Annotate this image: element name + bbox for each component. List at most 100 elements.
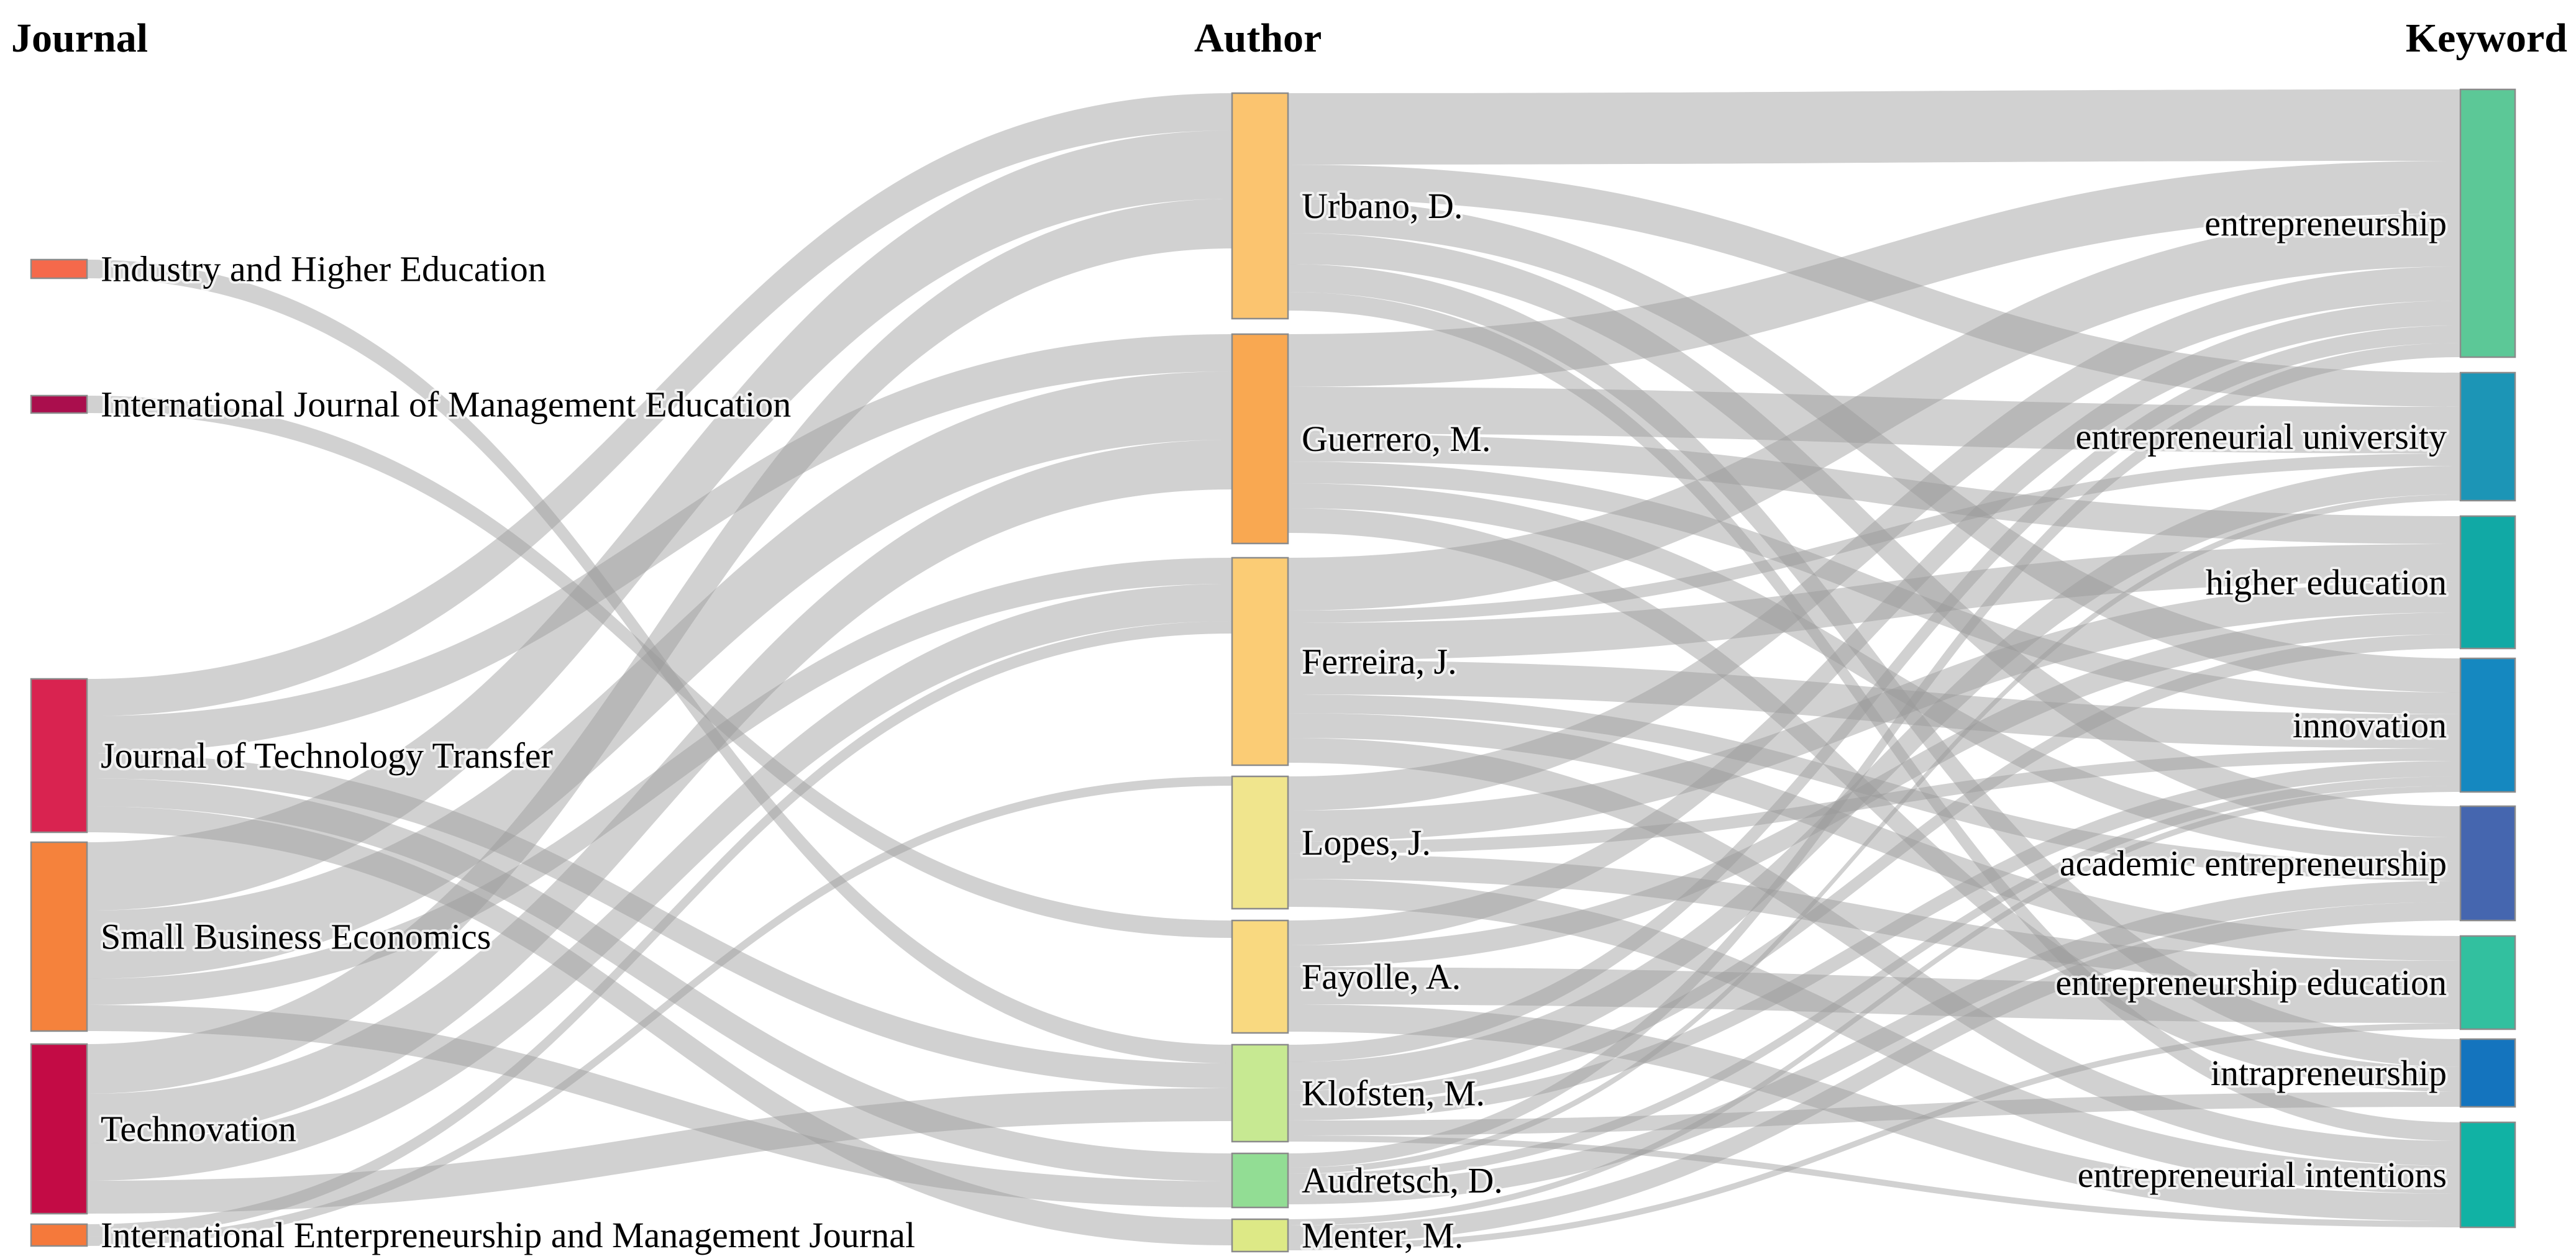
sankey-node-j_ijme[interactable] bbox=[30, 394, 88, 414]
sankey-link-j_jtt-a_klofsten[interactable] bbox=[87, 753, 1232, 1088]
sankey-link-a_klofsten-k_ent[interactable] bbox=[1288, 325, 2460, 1062]
sankey-link-a_urbano-k_in[interactable] bbox=[1288, 199, 2460, 693]
sankey-link-a_klofsten-k_he[interactable] bbox=[1288, 634, 2460, 1105]
sankey-node-a_lopes[interactable] bbox=[1231, 775, 1289, 910]
sankey-link-j_jtt-a_audretsch[interactable] bbox=[87, 778, 1232, 1181]
node-label-a_guerrero: Guerrero, M. bbox=[1302, 419, 1491, 459]
sankey-link-a_guerrero-k_he[interactable] bbox=[1288, 434, 2460, 544]
sankey-link-a_audretsch-k_ae[interactable] bbox=[1288, 881, 2460, 1204]
sankey-link-a_guerrero-k_in[interactable] bbox=[1288, 461, 2460, 714]
sankey-link-a_urbano-k_eu[interactable] bbox=[1288, 165, 2460, 407]
sankey-link-a_urbano-k_ei[interactable] bbox=[1288, 292, 2460, 1141]
sankey-link-a_guerrero-k_ip[interactable] bbox=[1288, 508, 2460, 1092]
node-label-k_in: innovation bbox=[2293, 705, 2447, 745]
sankey-link-j_sbe-a_ferreira[interactable] bbox=[87, 558, 1232, 1005]
node-label-a_lopes: Lopes, J. bbox=[1302, 822, 1431, 863]
node-label-k_ent: entrepreneurship bbox=[2204, 203, 2447, 243]
node-label-a_fayolle: Fayolle, A. bbox=[1302, 957, 1461, 997]
sankey-node-k_ei[interactable] bbox=[2459, 1121, 2516, 1229]
sankey-node-a_menter[interactable] bbox=[1231, 1218, 1289, 1253]
sankey-link-a_fayolle-k_ent[interactable] bbox=[1288, 301, 2460, 945]
sankey-link-a_urbano-k_ip[interactable] bbox=[1288, 264, 2460, 1067]
sankey-link-a_ferreira-k_ent[interactable] bbox=[1288, 214, 2460, 611]
sankey-node-k_ip[interactable] bbox=[2459, 1038, 2516, 1108]
sankey-link-a_klofsten-k_ei[interactable] bbox=[1288, 1135, 2460, 1227]
sankey-node-j_iemj[interactable] bbox=[30, 1223, 88, 1247]
sankey-node-k_ent[interactable] bbox=[2459, 88, 2516, 358]
sankey-link-j_tech-a_ferreira[interactable] bbox=[87, 584, 1232, 1181]
sankey-node-k_ae[interactable] bbox=[2459, 805, 2516, 922]
sankey-link-j_iemj-a_lopes[interactable] bbox=[87, 776, 1232, 1246]
sankey-node-k_ee[interactable] bbox=[2459, 935, 2516, 1030]
sankey-node-k_in[interactable] bbox=[2459, 657, 2516, 793]
sankey-link-j_jtt-a_guerrero[interactable] bbox=[87, 334, 1232, 753]
node-label-k_ei: entrepreneurial intentions bbox=[2078, 1155, 2447, 1195]
sankey-link-a_lopes-k_ee[interactable] bbox=[1288, 854, 2460, 986]
sankey-link-a_menter-k_ee[interactable] bbox=[1288, 1023, 2460, 1250]
sankey-link-a_lopes-k_ei[interactable] bbox=[1288, 879, 2460, 1194]
sankey-link-j_sbe-a_urbano[interactable] bbox=[87, 130, 1232, 911]
sankey-node-a_klofsten[interactable] bbox=[1231, 1043, 1289, 1143]
sankey-node-a_ferreira[interactable] bbox=[1231, 557, 1289, 766]
node-label-j_sbe: Small Business Economics bbox=[101, 917, 491, 957]
sankey-node-k_he[interactable] bbox=[2459, 515, 2516, 650]
sankey-link-j_jtt-a_menter[interactable] bbox=[87, 806, 1232, 1245]
sankey-node-a_fayolle[interactable] bbox=[1231, 919, 1289, 1034]
sankey-link-a_fayolle-k_he[interactable] bbox=[1288, 612, 2460, 967]
node-label-a_menter: Menter, M. bbox=[1302, 1216, 1463, 1256]
sankey-link-j_ihe-a_klofsten[interactable] bbox=[87, 260, 1232, 1063]
sankey-link-a_guerrero-k_ae[interactable] bbox=[1288, 483, 2460, 862]
node-label-k_eu: entrepreneurial university bbox=[2076, 417, 2447, 457]
sankey-link-j_sbe-a_audretsch[interactable] bbox=[87, 1005, 1232, 1207]
node-label-k_he: higher education bbox=[2206, 562, 2447, 602]
sankey-node-a_guerrero[interactable] bbox=[1231, 333, 1289, 545]
sankey-link-j_tech-a_urbano[interactable] bbox=[87, 199, 1232, 1094]
sankey-link-a_urbano-k_ae[interactable] bbox=[1288, 233, 2460, 837]
sankey-link-a_ferreira-k_in[interactable] bbox=[1288, 660, 2460, 748]
sankey-link-j_sbe-a_guerrero[interactable] bbox=[87, 371, 1232, 979]
sankey-link-a_klofsten-k_ip[interactable] bbox=[1288, 1092, 2460, 1135]
sankey-link-a_audretsch-k_ent[interactable] bbox=[1288, 343, 2460, 1168]
node-label-k_ee: entrepreneurship education bbox=[2055, 963, 2447, 1003]
sankey-link-a_menter-k_ae[interactable] bbox=[1288, 902, 2460, 1244]
sankey-link-a_urbano-k_ent[interactable] bbox=[1288, 89, 2460, 165]
sankey-link-a_ferreira-k_ei[interactable] bbox=[1288, 738, 2460, 1166]
sankey-link-a_menter-k_in[interactable] bbox=[1288, 786, 2460, 1225]
sankey-link-j_tech-a_klofsten[interactable] bbox=[87, 1088, 1232, 1214]
sankey-link-a_klofsten-k_eu[interactable] bbox=[1288, 466, 2460, 1091]
sankey-link-a_lopes-k_in[interactable] bbox=[1288, 748, 2460, 854]
sankey-link-j_iemj-a_ferreira[interactable] bbox=[87, 621, 1232, 1237]
sankey-link-a_klofsten-k_in[interactable] bbox=[1288, 761, 2460, 1120]
sankey-node-j_jtt[interactable] bbox=[30, 678, 88, 834]
sankey-node-j_ihe[interactable] bbox=[30, 258, 88, 280]
node-label-a_ferreira: Ferreira, J. bbox=[1302, 642, 1457, 682]
node-label-j_jtt: Journal of Technology Transfer bbox=[101, 735, 553, 776]
sankey-link-a_audretsch-k_in[interactable] bbox=[1288, 776, 2460, 1183]
node-label-j_iemj: International Enterpreneurship and Manag… bbox=[101, 1215, 915, 1255]
sankey-link-a_ferreira-k_ae[interactable] bbox=[1288, 694, 2460, 881]
sankey-node-a_urbano[interactable] bbox=[1231, 92, 1289, 320]
sankey-node-k_eu[interactable] bbox=[2459, 371, 2516, 502]
sankey-node-j_tech[interactable] bbox=[30, 1043, 88, 1215]
sankey-link-a_fayolle-k_ee[interactable] bbox=[1288, 967, 2460, 1023]
sankey-link-a_lopes-k_he[interactable] bbox=[1288, 581, 2460, 842]
sankey-link-a_ferreira-k_eu[interactable] bbox=[1288, 453, 2460, 623]
sankey-link-a_audretsch-k_eu[interactable] bbox=[1288, 494, 2460, 1174]
sankey-link-j_jtt-a_urbano[interactable] bbox=[87, 93, 1232, 716]
node-label-j_ihe: Industry and Higher Education bbox=[101, 249, 546, 289]
sankey-node-j_sbe[interactable] bbox=[30, 841, 88, 1032]
sankey-link-a_fayolle-k_ei[interactable] bbox=[1288, 1004, 2460, 1221]
sankey-link-j_tech-a_guerrero[interactable] bbox=[87, 440, 1232, 1143]
sankey-link-a_ferreira-k_he[interactable] bbox=[1288, 544, 2460, 660]
node-label-a_audretsch: Audretsch, D. bbox=[1302, 1160, 1503, 1201]
sankey-node-a_audretsch[interactable] bbox=[1231, 1152, 1289, 1209]
sankey-link-a_lopes-k_ent[interactable] bbox=[1288, 266, 2460, 811]
author-column-header: Author bbox=[1194, 16, 1322, 61]
sankey-link-j_ijme-a_fayolle[interactable] bbox=[87, 396, 1232, 938]
sankey-link-a_guerrero-k_eu[interactable] bbox=[1288, 387, 2460, 453]
sankey-link-a_ferreira-k_ee[interactable] bbox=[1288, 713, 2460, 961]
node-label-j_ijme: International Journal of Management Educ… bbox=[101, 384, 791, 425]
sankey-link-a_guerrero-k_ent[interactable] bbox=[1288, 161, 2460, 387]
